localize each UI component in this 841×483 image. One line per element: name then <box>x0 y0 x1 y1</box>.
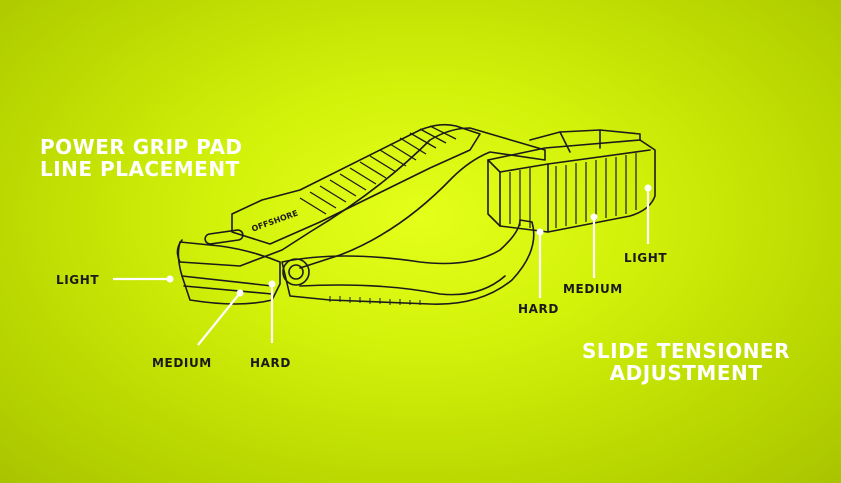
power-grip-light-label: LIGHT <box>56 273 100 287</box>
callout-lines <box>113 188 650 346</box>
power-grip-title-line2: LINE PLACEMENT <box>40 157 240 181</box>
power-grip-title-line1: POWER GRIP PAD <box>40 135 243 159</box>
pivot-ring <box>282 258 310 286</box>
tensioner-light-label: LIGHT <box>624 251 668 265</box>
lower-arm-teeth <box>329 296 421 305</box>
tensioner-medium-label: MEDIUM <box>563 282 623 296</box>
callout-dots <box>166 184 652 297</box>
tensioner-block <box>487 139 656 233</box>
grip-ridges <box>299 125 457 215</box>
nose-slot <box>204 229 244 245</box>
power-grip-title: POWER GRIP PAD LINE PLACEMENT <box>40 136 243 180</box>
clip-nose <box>177 241 281 305</box>
power-grip-hard-label: HARD <box>250 356 291 370</box>
brand-mark: OFFSHORE <box>250 209 299 234</box>
grip-pad-plate <box>231 123 481 245</box>
tensioner-top <box>529 129 641 141</box>
tensioner-ridges <box>509 153 637 228</box>
slide-tensioner-title: SLIDE TENSIONER ADJUSTMENT <box>570 340 802 384</box>
pivot-center <box>288 264 304 280</box>
power-grip-medium-label: MEDIUM <box>152 356 212 370</box>
slide-tensioner-title-line1: SLIDE TENSIONER <box>581 339 790 363</box>
clip-body-top <box>176 127 546 269</box>
clip-lower-arm <box>281 219 535 305</box>
slide-tensioner-title-line2: ADJUSTMENT <box>609 361 763 385</box>
tensioner-hard-label: HARD <box>518 302 559 316</box>
